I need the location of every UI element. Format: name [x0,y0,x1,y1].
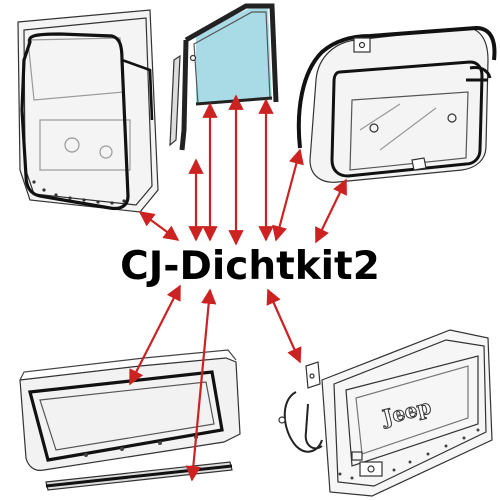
arrow-to-tailgate [266,288,302,364]
door-seal-top-left [17,9,159,213]
arrow-to-windshield-strip [185,288,217,482]
arrow-to-windshield-frame [129,284,181,386]
arrow-to-rear-window-bottom [315,178,347,244]
kit-title: CJ-Dichtkit2 [120,244,380,289]
arrow-to-rear-window-left [272,148,304,242]
arrow-to-door-seal [138,211,180,241]
rear-window-frame-top-right [296,25,497,183]
door-window-frame-top-center [169,3,279,151]
tailgate-bottom-right: Jeep [278,329,493,497]
connector-arrows [129,94,347,482]
windshield-frame-bottom-left [19,349,241,491]
